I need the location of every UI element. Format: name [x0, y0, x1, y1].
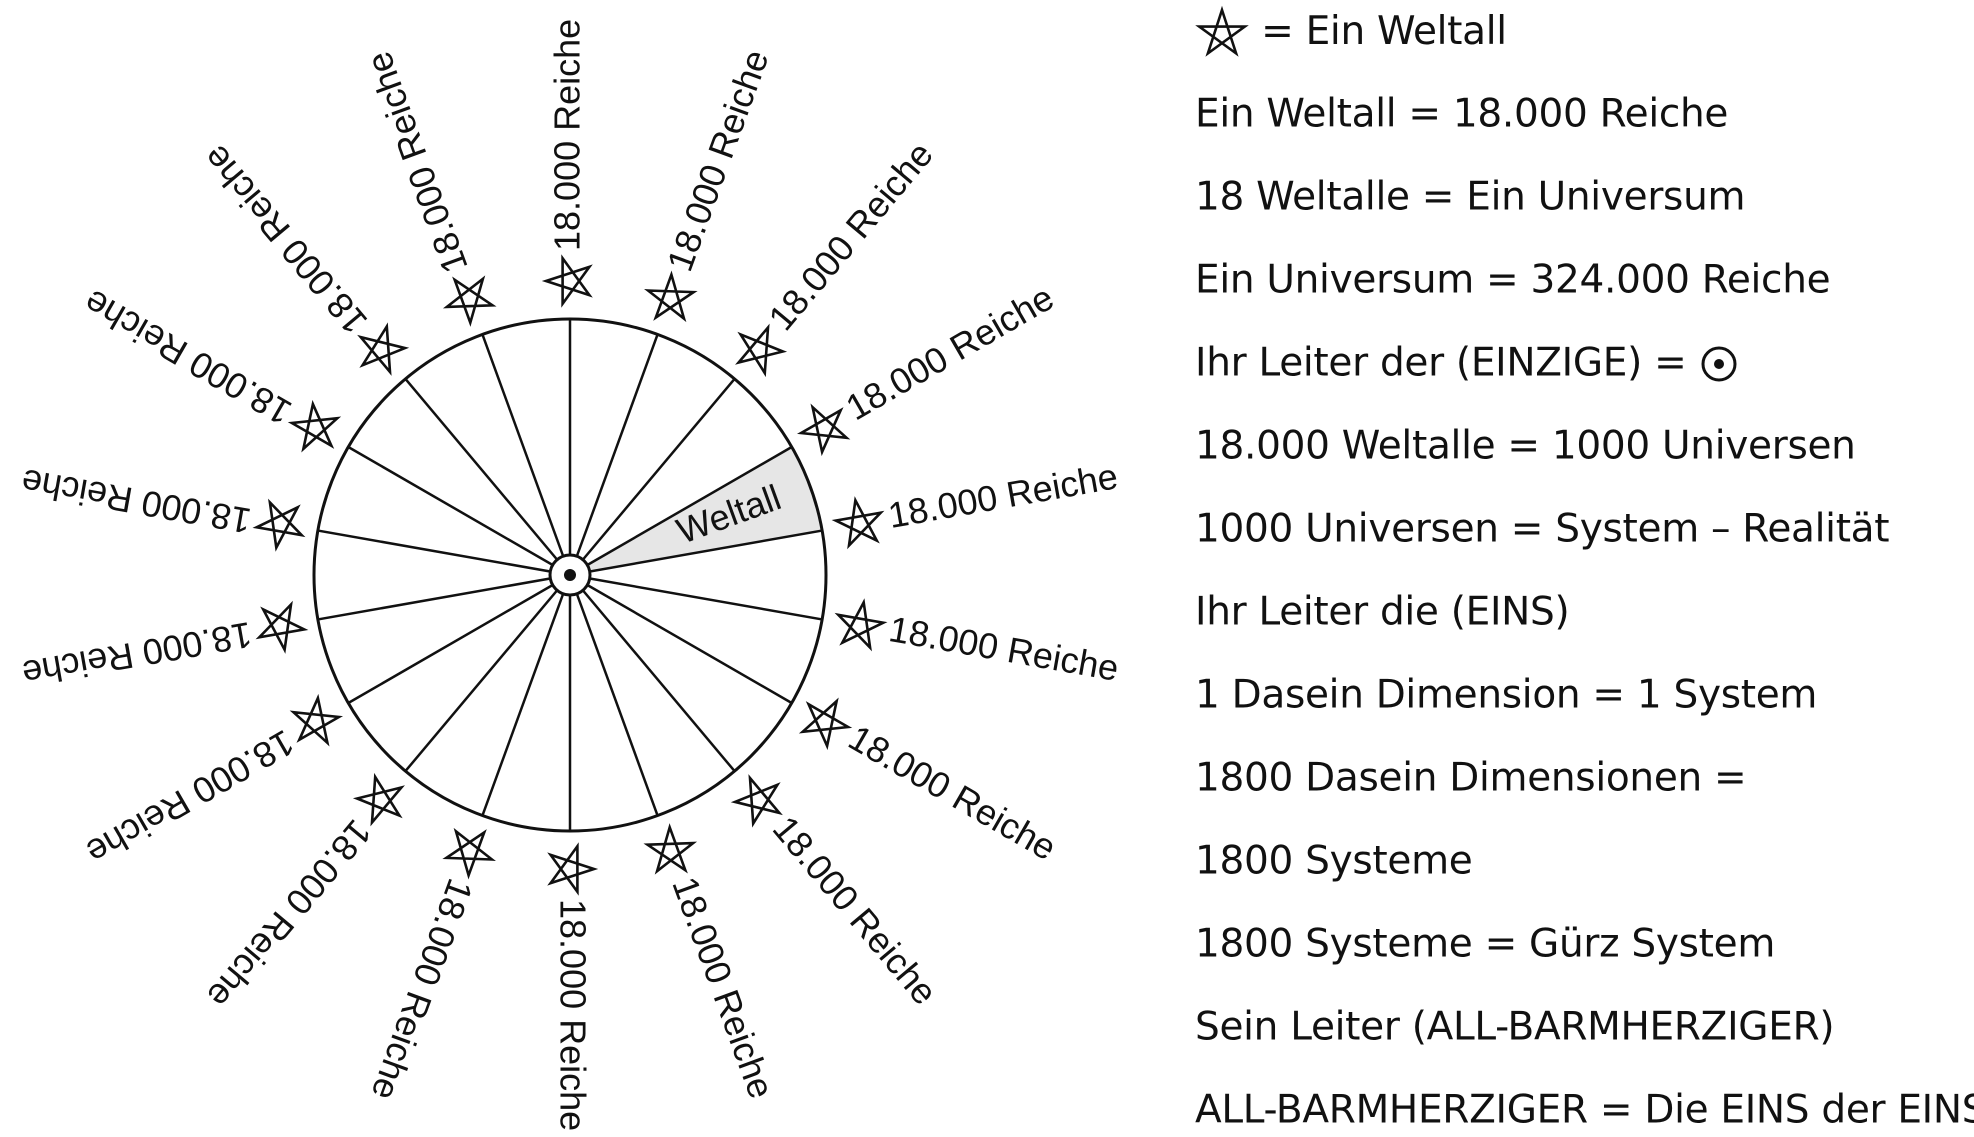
pentagram-icon [643, 823, 698, 875]
sector-spoke [569, 378, 736, 576]
sector-spoke [568, 334, 659, 576]
sector-spoke [347, 573, 571, 705]
pentagram-icon [352, 772, 405, 827]
pentagram-icon [287, 399, 342, 453]
reiche-label: 18.000 Reiche [547, 19, 588, 251]
legend-text: Ihr Leiter die (EINS) [1195, 589, 1570, 635]
legend-line: Ein Weltall = 18.000 Reiche [1195, 88, 1728, 140]
reiche-label: 18.000 Reiche [199, 812, 380, 1016]
sector-spoke [569, 529, 823, 577]
pentagram-icon [289, 693, 344, 747]
legend-text: 1 Dasein Dimension = 1 System [1195, 672, 1818, 718]
reiche-label: 18.000 Reiche [80, 722, 302, 874]
pentagram-icon [831, 496, 885, 550]
highlighted-sector [570, 447, 823, 575]
reiche-label: 18.000 Reiche [19, 614, 255, 695]
sector-spoke [404, 378, 571, 576]
reiche-label: 18.000 Reiche [659, 44, 777, 276]
reiche-label: 18.000 Reiche [760, 134, 941, 338]
sector-spoke [317, 529, 571, 577]
pentagram-icon [735, 323, 788, 378]
reiche-label: 18.000 Reiche [77, 282, 299, 434]
reiche-label: 18.000 Reiche [664, 871, 782, 1103]
legend-line: 1800 Systeme = Gürz System [1195, 918, 1775, 970]
legend-text: Sein Leiter (ALL-BARMHERZIGER) [1195, 1004, 1835, 1050]
pentagram-icon [644, 270, 698, 323]
sector-spoke [569, 445, 793, 577]
legend-text: Ihr Leiter der (EINZIGE) = [1195, 340, 1687, 386]
pentagram-icon [796, 403, 851, 457]
pentagram-icon [547, 842, 599, 896]
pentagram-icon [252, 498, 306, 552]
reiche-label: 18.000 Reiche [358, 46, 476, 278]
center-symbol [548, 553, 592, 597]
sector-spoke [569, 573, 793, 705]
pentagram-icon [442, 275, 497, 327]
sector-spoke [569, 574, 736, 772]
pentagram-icon [357, 322, 410, 376]
sector-spoke [481, 574, 572, 816]
legend-text: ALL-BARMHERZIGER = Die EINS der EINS [1195, 1087, 1974, 1133]
reiche-label: 18.000 Reiche [886, 608, 1122, 689]
reiche-label: 18.000 Reiche [765, 808, 946, 1012]
reiche-label: 18.000 Reiche [195, 138, 376, 342]
reiche-label: 18.000 Reiche [18, 461, 254, 542]
legend-line: 1000 Universen = System – Realität [1195, 503, 1890, 555]
pentagram-icon [730, 774, 783, 828]
sector-spoke [317, 573, 571, 621]
reiche-label: 18.000 Reiche [552, 899, 593, 1131]
legend-line: = Ein Weltall [1195, 5, 1507, 59]
legend-line: ALL-BARMHERZIGER = Die EINS der EINS [1195, 1084, 1974, 1136]
legend-line: 18.000 Weltalle = 1000 Universen [1195, 420, 1856, 472]
legend-text: Ein Universum = 324.000 Reiche [1195, 257, 1831, 303]
circled-dot-icon [1701, 346, 1737, 381]
legend-text: 1800 Systeme = Gürz System [1195, 921, 1776, 967]
legend-line: 18 Weltalle = Ein Universum [1195, 171, 1745, 223]
pentagram-icon [541, 254, 593, 308]
legend-text: 1800 Dasein Dimensionen = [1195, 755, 1747, 801]
pentagram-icon [255, 600, 309, 654]
pentagram-icon [798, 697, 853, 751]
reiche-label: 18.000 Reiche [842, 717, 1064, 869]
legend-line: 1800 Systeme [1195, 835, 1473, 887]
sector-spoke [569, 573, 823, 621]
legend-line: 1 Dasein Dimension = 1 System [1195, 669, 1817, 721]
legend-text: 1800 Systeme [1195, 838, 1473, 884]
reiche-label: 18.000 Reiche [363, 873, 481, 1105]
legend-line: Ihr Leiter der (EINZIGE) = [1195, 337, 1739, 389]
legend-text: 18.000 Weltalle = 1000 Universen [1195, 423, 1856, 469]
legend-line: Ihr Leiter die (EINS) [1195, 586, 1570, 638]
legend-line: Ein Universum = 324.000 Reiche [1195, 254, 1831, 306]
reiche-label: 18.000 Reiche [839, 277, 1061, 429]
sector-spoke [347, 445, 571, 577]
sector-spoke [481, 334, 572, 576]
legend-text: 1000 Universen = System – Realität [1195, 506, 1890, 552]
legend-text: Ein Weltall = 18.000 Reiche [1195, 91, 1729, 137]
legend-line: 1800 Dasein Dimensionen = [1195, 752, 1747, 804]
pentagram-icon [834, 598, 888, 652]
center-dot [564, 569, 576, 581]
sector-spoke [568, 574, 659, 816]
sector-wheel: Weltall [312, 317, 828, 833]
legend-text: = Ein Weltall [1261, 9, 1507, 54]
pentagram-icon [442, 827, 496, 880]
reiche-label: 18.000 Reiche [885, 455, 1121, 536]
pentagram-icon [1195, 5, 1249, 57]
sector-spoke [404, 574, 571, 772]
legend-text: 18 Weltalle = Ein Universum [1195, 174, 1746, 220]
legend-line: Sein Leiter (ALL-BARMHERZIGER) [1195, 1001, 1835, 1053]
